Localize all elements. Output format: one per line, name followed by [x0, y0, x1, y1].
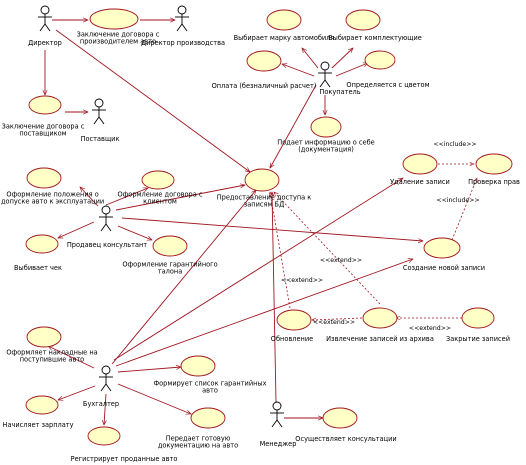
uc-invoices	[26, 326, 62, 348]
uc-label-register-sold: Регистрирует проданные авто	[71, 455, 178, 463]
uc-contract-manufacturer	[89, 8, 139, 30]
actor-accountant	[99, 365, 113, 392]
uc-label-choose-trim: Выбирает комплектующие	[328, 34, 422, 42]
uc-admission	[26, 167, 62, 189]
uc-update	[276, 309, 312, 331]
stereotype-include-1: <<include>>	[433, 141, 476, 148]
uc-info	[310, 116, 342, 138]
uc-label-check-rights: Проверка прав	[468, 178, 520, 186]
uc-label-color: Определяется с цветом	[346, 81, 429, 89]
actor-supplier	[92, 98, 106, 125]
uc-label-update: Обновление	[271, 335, 313, 343]
stereotype-extend-4: <<extend>>	[409, 325, 451, 332]
actor-buyer	[318, 61, 332, 88]
uc-label-close-records: Закрытие записей	[446, 335, 510, 343]
uc-receipt	[25, 234, 59, 254]
actor-label-accountant: Бухгалтер	[83, 400, 119, 408]
dependencies	[270, 164, 477, 320]
uc-label-payment: Оплата (безналичный расчет)	[212, 82, 317, 90]
uc-warranty-coupon	[152, 235, 188, 257]
actor-label-sales-consultant: Продавец консультант	[67, 241, 147, 249]
uc-choose-brand	[266, 9, 302, 31]
uc-extract	[362, 307, 398, 329]
uc-color	[364, 50, 396, 70]
actor-label-manager: Менеджер	[260, 440, 297, 448]
uc-client-contract	[141, 170, 175, 190]
actor-manager	[270, 401, 284, 428]
uc-label-consult: Осуществляет консультации	[295, 435, 396, 443]
uc-label-receipt: Выбивает чек	[14, 264, 62, 272]
actor-label-director: Директор	[28, 39, 62, 47]
uc-contract-supplier	[28, 95, 62, 115]
uc-db-access	[244, 168, 280, 192]
uc-check-rights	[475, 153, 513, 175]
stereotype-extend-3: <<extend>>	[313, 319, 355, 326]
uc-delete-record	[402, 153, 438, 175]
stereotype-extend-2: <<extend>>	[281, 277, 323, 284]
uc-register-sold	[87, 426, 121, 446]
uc-consult	[322, 407, 358, 429]
actor-sales-consultant	[99, 205, 113, 232]
stereotype-extend-1: <<extend>>	[320, 257, 362, 264]
uc-salary	[25, 395, 59, 415]
uc-create-record	[423, 237, 461, 259]
uc-label-delete-record: Удаление записи	[390, 178, 450, 186]
actor-label-production-director: Директор производства	[141, 39, 225, 47]
use-case-shapes	[25, 8, 513, 446]
uc-label-choose-brand: Выбирает марку автомобиля	[234, 34, 335, 42]
uc-label-extract: Извлечение записей из архива	[326, 335, 434, 343]
actor-label-supplier: Поставщик	[81, 135, 120, 143]
actor-label-buyer: Покупатель	[319, 88, 360, 96]
uc-label-salary: Начисляет зарплату	[2, 421, 73, 429]
actor-director	[38, 5, 52, 32]
actor-production-director	[175, 5, 189, 32]
stereotype-include-2: <<include>>	[436, 197, 479, 204]
uc-label-info: Подает информацию о себе(документация)	[277, 138, 374, 153]
uc-choose-trim	[345, 9, 381, 31]
uc-payment	[246, 50, 282, 72]
uc-label-create-record: Создание новой записи	[403, 264, 485, 272]
associations	[45, 20, 423, 425]
uc-close-records	[461, 307, 495, 329]
uc-hand-docs	[190, 407, 226, 429]
uc-warranty-list	[180, 355, 216, 377]
